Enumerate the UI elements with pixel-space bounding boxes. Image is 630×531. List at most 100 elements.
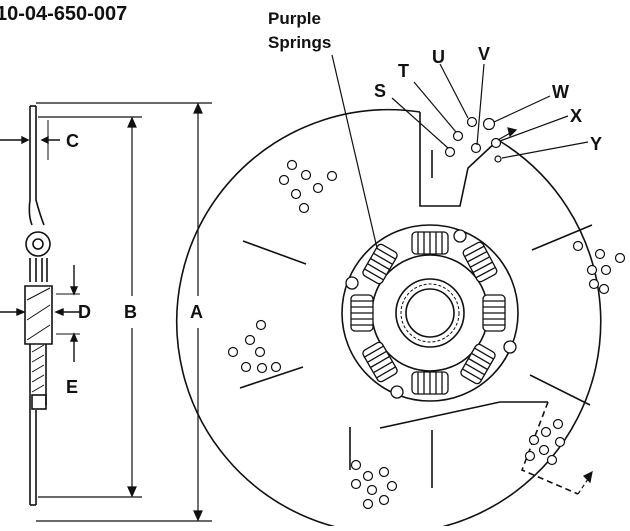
rivet-hole bbox=[278, 174, 290, 186]
dimension-a bbox=[36, 102, 212, 522]
callout-x-label: X bbox=[570, 106, 582, 126]
rivet-hole bbox=[586, 264, 598, 276]
hub-rivet bbox=[503, 340, 517, 354]
disc-outer-edge bbox=[175, 108, 602, 531]
rivet-hole bbox=[362, 498, 374, 510]
purple-springs-label-line1: Purple bbox=[268, 9, 321, 28]
disc-slot-right-lower bbox=[529, 374, 591, 406]
leader-u bbox=[439, 63, 469, 119]
rivet-hole bbox=[546, 454, 558, 466]
rivet-hole bbox=[378, 494, 390, 506]
rivet-hole bbox=[256, 362, 268, 374]
rivet-hole bbox=[554, 436, 566, 448]
leader-t bbox=[413, 81, 457, 133]
damper-spring-lower-left bbox=[362, 341, 398, 383]
rivet-hole bbox=[598, 283, 610, 295]
spline-hub-outer bbox=[395, 278, 465, 348]
profile-hub-hatch bbox=[26, 287, 51, 341]
rivet-hole bbox=[254, 346, 266, 358]
disc-cutaway-right bbox=[520, 401, 579, 495]
cut-arrow-head-top bbox=[507, 127, 518, 138]
spline-teeth bbox=[400, 283, 460, 343]
rivet-hole bbox=[588, 278, 600, 290]
purple-springs-label-line2: Springs bbox=[268, 33, 331, 52]
disc-slot-left-upper bbox=[242, 240, 307, 265]
rivet-hole bbox=[312, 182, 324, 194]
cut-arrows bbox=[497, 127, 593, 495]
callout-t-label: T bbox=[398, 61, 409, 81]
rivet-hole bbox=[386, 480, 398, 492]
callout-leaders bbox=[331, 54, 589, 249]
dimension-c-label: C bbox=[66, 131, 79, 151]
dimension-e-label: E bbox=[66, 377, 78, 397]
rivet-hole bbox=[490, 137, 502, 149]
rivet-hole bbox=[350, 459, 362, 471]
leader-s bbox=[391, 97, 449, 149]
dimension-b-label: B bbox=[124, 302, 137, 322]
callout-u-label: U bbox=[432, 47, 445, 67]
rivet-hole bbox=[326, 170, 338, 182]
part-number: 10-04-650-007 bbox=[0, 3, 127, 25]
facing-rivet-holes bbox=[227, 116, 626, 510]
damper-spring-bottom bbox=[411, 371, 449, 395]
rivet-hole bbox=[524, 450, 536, 462]
profile-hub-body bbox=[24, 285, 53, 345]
hub-flange-outer bbox=[341, 224, 519, 402]
damper-springs bbox=[350, 231, 506, 395]
rivet-hole bbox=[350, 478, 362, 490]
callout-y-label: Y bbox=[590, 134, 602, 154]
cut-arrow-head-bottom bbox=[582, 470, 593, 484]
side-profile-view bbox=[24, 105, 53, 506]
rivet-hole bbox=[286, 159, 298, 171]
rivet-hole bbox=[538, 444, 550, 456]
leader-x bbox=[499, 115, 569, 142]
rivet-hole bbox=[594, 248, 606, 260]
rivet-hole bbox=[482, 117, 496, 131]
rivet-hole bbox=[298, 202, 310, 214]
dimension-d-label: D bbox=[78, 302, 91, 322]
rivet-hole bbox=[552, 418, 564, 430]
rivet-hole bbox=[444, 146, 456, 158]
leader-y bbox=[501, 141, 589, 159]
hub-rivet bbox=[345, 276, 359, 290]
damper-spring-upper-left bbox=[362, 243, 398, 285]
leader-v bbox=[476, 63, 485, 146]
profile-hub-end bbox=[31, 394, 47, 410]
rivet-hole bbox=[240, 361, 252, 373]
hub-rivets bbox=[345, 229, 517, 399]
rivet-hole bbox=[227, 346, 239, 358]
profile-spring-ring bbox=[25, 231, 51, 257]
leader-purple-springs bbox=[331, 54, 378, 249]
disc-cutaway-top bbox=[419, 112, 499, 207]
hub-rivet bbox=[453, 229, 467, 243]
rivet-hole bbox=[366, 484, 378, 496]
rivet-hole bbox=[270, 361, 282, 373]
damper-spring-right bbox=[482, 294, 506, 332]
rivet-hole bbox=[614, 252, 626, 264]
rivet-hole bbox=[452, 130, 464, 142]
profile-upper-outline bbox=[28, 106, 33, 226]
profile-upper-outline-2 bbox=[35, 106, 45, 226]
disc-slot-left-lower bbox=[239, 366, 304, 389]
damper-spring-lower-right bbox=[460, 343, 496, 385]
disc-slot-right-upper bbox=[531, 224, 593, 251]
dimension-d bbox=[0, 265, 80, 362]
spline-hub-bore bbox=[405, 288, 455, 338]
rivet-hole bbox=[300, 169, 312, 181]
rivet-hole bbox=[255, 319, 267, 331]
callout-w-label: W bbox=[552, 82, 569, 102]
rivet-hole bbox=[466, 116, 478, 128]
damper-spring-left bbox=[350, 294, 374, 332]
front-disc-view bbox=[175, 108, 602, 531]
rivet-hole bbox=[470, 142, 482, 154]
rivet-hole bbox=[244, 334, 256, 346]
dimension-b bbox=[38, 116, 142, 498]
dimension-c bbox=[0, 120, 60, 160]
rivet-hole bbox=[494, 155, 502, 163]
rivet-hole bbox=[378, 466, 390, 478]
leader-w bbox=[493, 95, 551, 123]
callout-s-label: S bbox=[374, 81, 386, 101]
profile-spring-ring-inner bbox=[32, 238, 44, 250]
